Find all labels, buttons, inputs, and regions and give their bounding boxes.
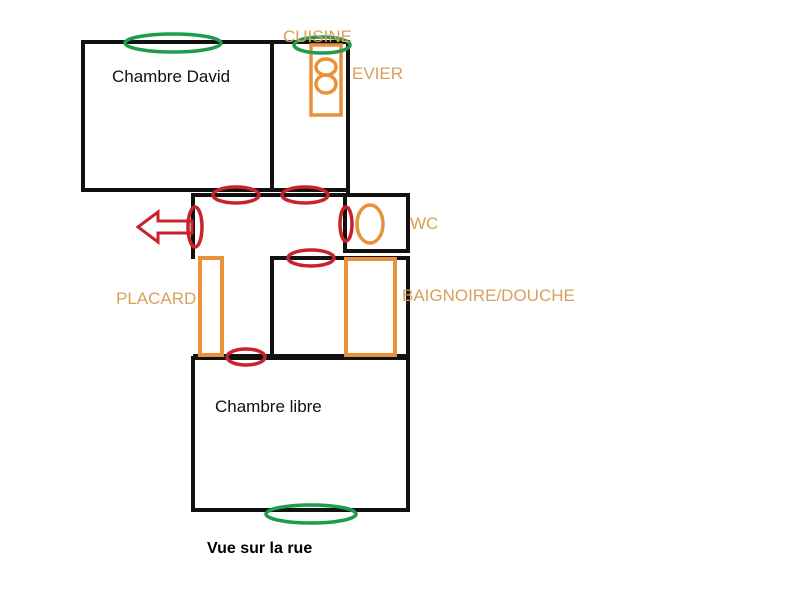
room-label-chambre-libre: Chambre libre: [215, 397, 322, 416]
street-view-caption: Vue sur la rue: [207, 540, 313, 557]
door-cuisine: [280, 185, 330, 205]
fixture-label-baignoire-douche: BAIGNOIRE/DOUCHE: [402, 286, 575, 305]
door-chambre-libre: [225, 347, 267, 367]
door-wc: [338, 205, 354, 243]
room-label-chambre-david: Chambre David: [112, 67, 231, 86]
wc-toilet-icon: [355, 203, 385, 245]
fixtures-group: [198, 43, 397, 357]
door-chambre-david: [211, 185, 261, 205]
evier-basin-top: [314, 57, 338, 77]
baignoire-unit: [344, 257, 397, 357]
room-label-wc: WC: [410, 214, 439, 233]
window-cuisine: [292, 35, 352, 55]
walls-group: [81, 40, 410, 512]
fixture-label-placard: PLACARD: [116, 289, 197, 308]
door-entry: [186, 205, 204, 249]
evier-basin-bottom: [314, 73, 338, 95]
evier-counter: [309, 43, 343, 117]
door-bathroom: [286, 248, 336, 268]
placard-unit: [198, 256, 224, 357]
room-label-cuisine: CUISINE: [283, 27, 352, 46]
exit-arrow-icon: [135, 209, 194, 245]
window-chambre-david: [123, 32, 223, 54]
fixture-label-evier: EVIER: [352, 64, 404, 83]
window-chambre-libre: [264, 503, 358, 525]
windows-group: [123, 32, 358, 525]
doors-group: [186, 185, 354, 367]
